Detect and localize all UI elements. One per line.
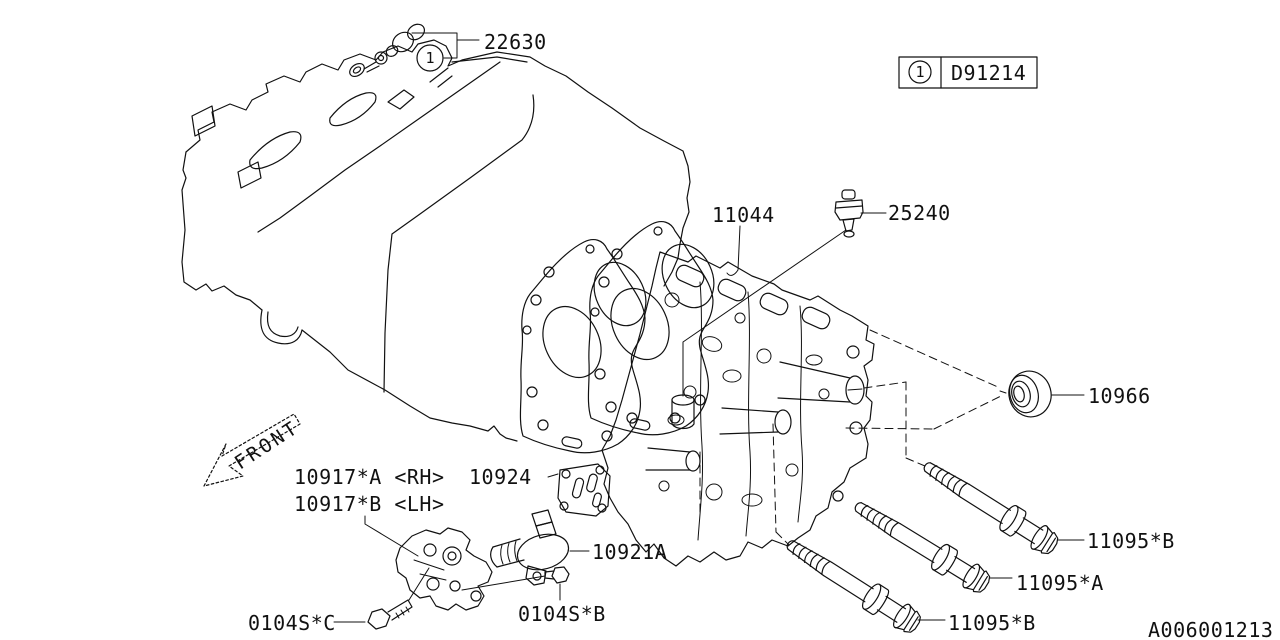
label-10917-lh[interactable]: 10917*B <LH> bbox=[294, 492, 445, 516]
small-bolt-c-icon bbox=[367, 599, 413, 630]
callout-1-number: 1 bbox=[425, 49, 434, 67]
leader-0104sc-to-bracket bbox=[408, 567, 430, 601]
label-11095a[interactable]: 11095*A bbox=[1016, 571, 1104, 595]
oil-pressure-switch-icon bbox=[834, 189, 864, 238]
legend-callout-badge bbox=[908, 60, 932, 84]
head-gasket-front bbox=[519, 238, 657, 454]
drawing-number: A006001213 bbox=[1148, 618, 1273, 640]
callout-1-badge bbox=[416, 44, 444, 72]
engine-block-drawing bbox=[181, 39, 691, 442]
solenoid-valve-icon bbox=[490, 509, 570, 586]
leader-11044 bbox=[726, 225, 741, 276]
legend-ref-table: 1 D91214 bbox=[898, 56, 1038, 89]
leader-0104sb-to-bracket bbox=[461, 575, 546, 591]
front-direction: FRONT bbox=[203, 413, 304, 487]
leader-25240 bbox=[682, 229, 847, 397]
plate-icon bbox=[557, 463, 611, 517]
label-22630[interactable]: 22630 bbox=[484, 30, 547, 54]
leader-10924 bbox=[547, 473, 559, 478]
label-0104sb[interactable]: 0104S*B bbox=[518, 602, 606, 626]
front-label: FRONT bbox=[231, 416, 304, 474]
label-0104sc[interactable]: 0104S*C bbox=[248, 611, 336, 635]
oil-switch-boss bbox=[671, 394, 695, 430]
projection-lines bbox=[699, 329, 1002, 546]
leader-10917 bbox=[364, 515, 419, 557]
callout-1-bracket: 1 bbox=[411, 32, 480, 72]
label-10917-rh[interactable]: 10917*A <RH> bbox=[294, 465, 445, 489]
label-11044[interactable]: 11044 bbox=[712, 203, 775, 227]
label-11095b-bottom[interactable]: 11095*B bbox=[948, 611, 1036, 635]
front-arrow-icon bbox=[203, 413, 301, 487]
label-10966[interactable]: 10966 bbox=[1088, 384, 1151, 408]
grommet-icon bbox=[999, 370, 1052, 418]
small-bolt-b-icon bbox=[544, 566, 570, 584]
label-10924[interactable]: 10924 bbox=[469, 465, 532, 489]
head-bolt-top-icon bbox=[916, 452, 1063, 560]
legend-part-code[interactable]: D91214 bbox=[951, 61, 1026, 85]
label-11095b-top[interactable]: 11095*B bbox=[1087, 529, 1175, 553]
head-bolt-mid-icon bbox=[847, 492, 995, 599]
head-bolt-bottom-icon bbox=[779, 530, 926, 639]
label-10921a[interactable]: 10921A bbox=[592, 540, 667, 564]
cam-sensor-icon bbox=[363, 23, 425, 73]
legend-callout-number: 1 bbox=[915, 63, 924, 81]
cylinder-head-drawing bbox=[601, 251, 875, 567]
label-25240[interactable]: 25240 bbox=[888, 201, 951, 225]
